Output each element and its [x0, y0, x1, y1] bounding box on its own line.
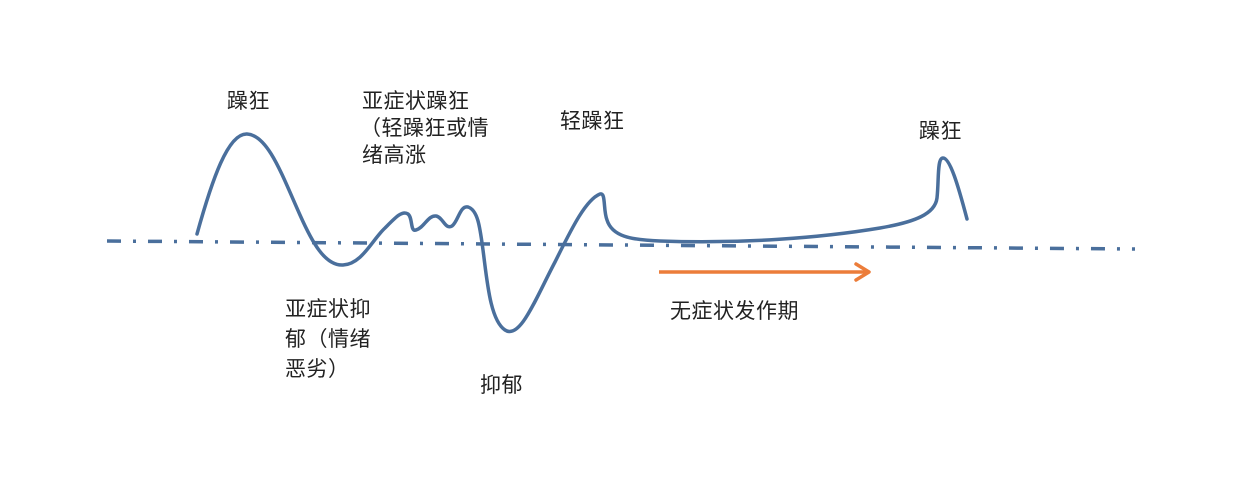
label-text: 亚症状抑 [285, 297, 371, 321]
label-asymptomatic-period: 无症状发作期 [670, 298, 799, 325]
mood-curve [195, 132, 969, 334]
label-text: 躁狂 [919, 119, 962, 143]
label-text: 抑郁 [480, 373, 523, 397]
label-depression: 抑郁 [480, 372, 523, 399]
label-mania-1: 躁狂 [227, 88, 270, 115]
label-text: 无症状发作期 [670, 299, 799, 323]
asymptomatic-period-arrow [659, 262, 871, 282]
label-text: （轻躁狂或情 [360, 116, 489, 140]
baseline-normal-mood [106, 239, 1136, 251]
label-text: 躁狂 [227, 89, 270, 113]
label-mania-2: 躁狂 [919, 118, 962, 145]
label-text: 恶劣） [285, 357, 350, 381]
label-subsyndromal-mania: 亚症状躁狂 （轻躁狂或情 绪高涨 [360, 88, 489, 169]
label-text: 绪高涨 [362, 143, 427, 167]
label-text: 轻躁狂 [560, 109, 625, 133]
label-hypomania: 轻躁狂 [560, 108, 625, 135]
label-text: 郁（情绪 [285, 327, 371, 351]
label-subsyndromal-depression: 亚症状抑 郁（情绪 恶劣） [285, 294, 371, 384]
label-text: 亚症状躁狂 [362, 89, 470, 113]
